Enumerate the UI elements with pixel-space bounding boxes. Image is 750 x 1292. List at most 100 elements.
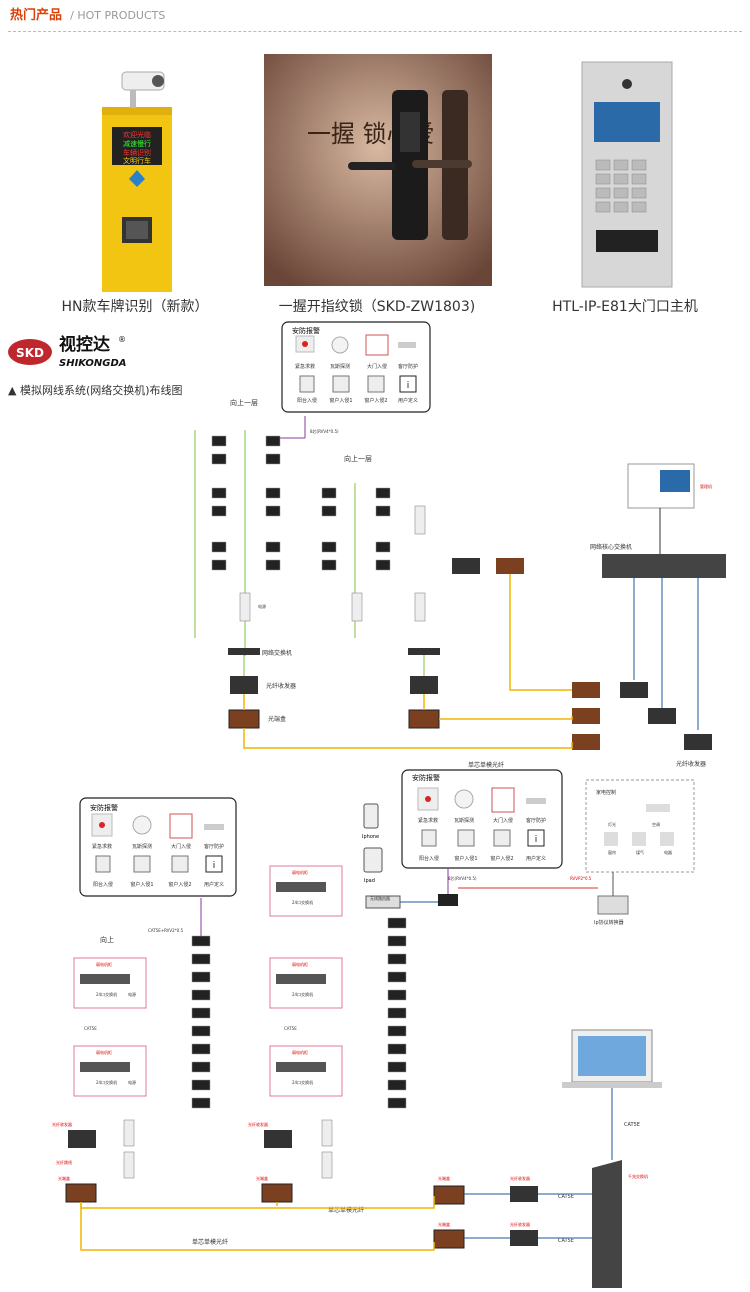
svg-text:i: i [535,835,538,845]
floor-switch-2 [408,648,440,655]
cabinet-group-left [73,957,147,1097]
protocol-label: Ip协议转换器 [594,919,624,926]
gigabit-switch [592,1160,622,1288]
ipad-device [363,847,383,873]
home-control-panel [585,779,695,873]
wiring-diagram-1: 安防报警 紧急求救 瓦斯探测 大门入侵 客厅防护 i 阳台入侵 窗户入侵1 窗户… [194,321,726,769]
sign-line-3: 车辆识别 [123,148,151,157]
cat5e-label-2: CAT5E [284,1026,297,1031]
ip-protocol-converter [597,895,629,915]
svg-text:瓦斯探测: 瓦斯探测 [454,817,474,824]
svg-text:客厅防护: 客厅防护 [526,817,546,824]
up-label-1: 向上一层 [230,398,258,407]
sign-line-2: 减速慢行 [123,139,151,148]
svg-text:窗帘: 窗帘 [608,849,616,855]
security-panel-title-3: 安防报警 [412,773,440,782]
svg-text:i: i [213,861,216,871]
iphone-device [363,803,379,829]
logo-en: SHIKONGDA [59,358,127,369]
svg-text:用户定义: 用户定义 [204,881,224,888]
terminal-box-2 [408,709,440,729]
fiber-label-2c: 光纤收发器 [510,1175,530,1181]
fiber-label-2a: 光纤收发器 [52,1121,72,1127]
terminal-label-2a: 光端盒 [58,1175,70,1181]
terminal-label-2d: 光端盒 [438,1221,450,1227]
power-label-2: 电源 [128,1079,136,1085]
header-title-cn: 热门产品 [10,8,63,23]
security-panel-1 [281,321,431,413]
product-caption-1: HN款车牌识别（新款） [61,299,209,315]
trunk-label-2b: 单芯单模光纤 [192,1238,228,1246]
header-divider [8,31,742,32]
iphone-label: Iphone [362,834,379,840]
door-station-image [581,61,673,288]
svg-text:阳台入侵: 阳台入侵 [419,855,439,862]
product-card-3[interactable]: HTL-IP-E81大门口主机 [510,52,742,315]
indoor-monitors [191,917,407,1109]
section-header: 热门产品 / HOT PRODUCTS [10,4,165,23]
header-title-en: / HOT PRODUCTS [70,9,166,22]
up-label-2: 向上一层 [344,454,372,463]
svg-text:大门入侵: 大门入侵 [493,817,513,824]
fiber-label-1: 光纤收发器 [266,682,296,690]
svg-text:大门入侵: 大门入侵 [171,843,191,850]
up-label-3: 向上 [100,935,114,944]
cabinet-label-2: 弱电机柜 [96,1049,112,1055]
svg-text:窗户入侵1: 窗户入侵1 [130,881,153,888]
cat5e-label-3: CAT5E [558,1194,574,1200]
svg-text:窗户入侵2: 窗户入侵2 [490,855,513,862]
switch24-label-1: 24口交换机 [96,991,117,997]
cat5e-label-4: CAT5E [558,1238,574,1244]
svg-text:窗户入侵1: 窗户入侵1 [329,397,352,404]
fiber-transceiver-1 [230,676,258,694]
cabinet-label-4: 弱电机柜 [292,961,308,967]
product-caption-2: 一握开指纹锁（SKD-ZW1803) [278,299,476,315]
svg-text:电器: 电器 [664,849,672,855]
switch-label-1: 网络交换机 [262,649,292,657]
svg-text:灯光: 灯光 [608,821,616,827]
switch24-label-3: 24口交换机 [292,899,313,905]
svg-text:阳台入侵: 阳台入侵 [297,397,317,404]
fiber-label-right: 光纤收发器 [676,760,706,768]
cable-note-1: 8芯(RVV4*0.5) [310,428,339,434]
cat5e-right-label: CAT5E [624,1122,640,1128]
cabinet-label-1: 弱电机柜 [96,961,112,967]
rvvp-note: RVVP2*0.5 [570,876,592,881]
logo-cn: 视控达 [59,334,110,355]
svg-text:客厅防护: 客厅防护 [398,363,418,370]
security-panel-title-2: 安防报警 [90,803,118,812]
terminal-label-2b: 光端盒 [256,1175,268,1181]
plate-recognition-image: 欢迎光临 减速慢行 车辆识别 文明行车 [102,71,172,292]
management-label: 管理机 [700,483,712,489]
svg-text:空调: 空调 [652,821,660,827]
wiring-diagram-2: 安防报警 紧急求救 瓦斯探测 大门入侵 客厅防护 i 阳台入侵 窗户入侵1 窗户… [52,769,695,1288]
core-switch [602,554,726,578]
terminal-label-1: 光端盒 [268,715,286,723]
svg-text:阳台入侵: 阳台入侵 [93,881,113,888]
security-panel-2 [79,797,237,897]
trunk-label-1: 单芯单模光纤 [468,761,504,769]
hub-label: 千兆交换机 [628,1173,648,1179]
svg-text:瓦斯探测: 瓦斯探测 [330,363,350,370]
svg-text:用户定义: 用户定义 [398,397,418,404]
product-card-2[interactable]: 一握 锁心爱 一握开指纹锁（SKD-ZW1803) [262,52,494,315]
power-note-1: 电源 [258,603,266,609]
router-label: 无线路由器 [370,895,390,901]
cabinet-label-3: 弱电机柜 [292,869,308,875]
diagram-section-title: ▲ 模拟网线系统(网络交换机)布线图 [8,384,183,397]
brand-logo: SKD 视控达 ® SHIKONGDA [5,330,165,374]
logo-reg: ® [118,335,126,344]
logo-badge: SKD [16,346,44,360]
home-control-title: 家电控制 [596,789,616,796]
switch24-label-5: 24口交换机 [292,1079,313,1085]
fingerprint-lock-image: 一握 锁心爱 [264,54,492,286]
svg-text:瓦斯探测: 瓦斯探测 [132,843,152,850]
product-card-1[interactable]: 欢迎光临 减速慢行 车辆识别 文明行车 HN款车牌识别（新款） [20,52,260,315]
switch24-label-2: 24口交换机 [96,1079,117,1085]
svg-text:大门入侵: 大门入侵 [367,363,387,370]
terminal-label-2c: 光端盒 [438,1175,450,1181]
fiber-label-2d: 光纤收发器 [510,1221,530,1227]
switch24-label-4: 24口交换机 [292,991,313,997]
cable-note-2b: 8芯(RVV4*0.5) [448,875,477,881]
sign-line-1: 欢迎光临 [123,130,151,139]
